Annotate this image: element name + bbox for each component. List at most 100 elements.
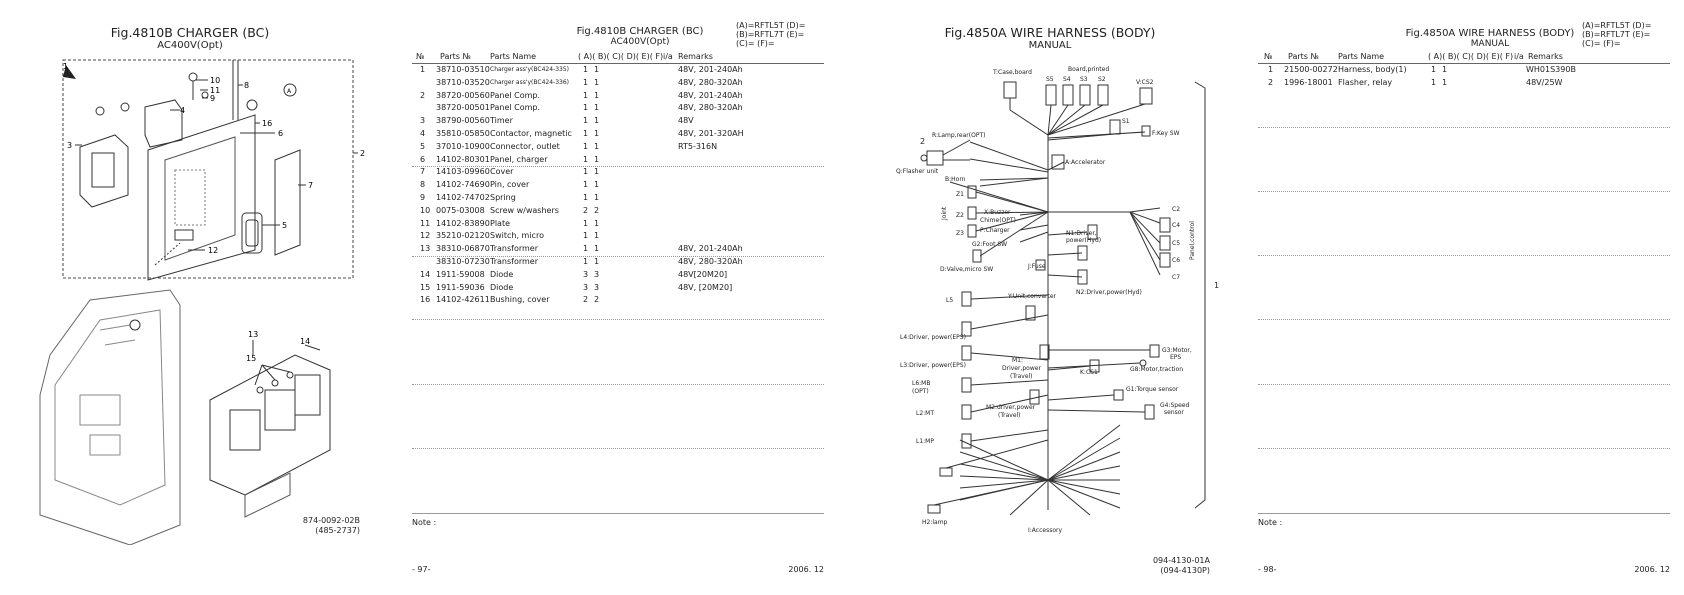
page4-table-header: № Parts № Parts Name ( A)( B)( C)( D)( E… [1264,51,1664,63]
label-p-charger: P:Charger [980,227,1010,234]
callout-2: 2 [360,149,365,158]
cell-parts-name: Diode [490,269,514,279]
cell-remarks: 48V, 280-320Ah [678,77,743,87]
label-n2-driver-power-hyd: N2:Driver,power(Hyd) [1076,289,1142,296]
cell-parts-no: 1911-59036 [436,282,485,292]
label-l6-mb: L6:MB [912,380,930,387]
header-no: № [416,52,425,61]
cell-parts-name: Spring [490,193,516,202]
cell-col-b: 2 [594,205,600,215]
cell-parts-name: Contactor, magnetic [490,129,572,138]
cell-col-b: 3 [594,269,600,279]
callout-16: 16 [262,119,272,128]
cell-remarks: 48V, 201-240Ah [678,65,743,74]
callout-3: 3 [67,141,72,150]
cell-col-b: 1 [594,218,600,228]
callout-10: 10 [210,76,220,85]
label-l6-opt: (OPT) [912,388,929,395]
page2-header-rule [412,63,824,64]
label-d-valve-micro-sw: D:Valve,micro SW [940,266,993,273]
page4-note: Note : [1258,518,1283,527]
header-model-cols-p4: ( A)( B)( C)( D)( E)( F) [1428,52,1514,61]
cell-col-b: 1 [594,193,600,202]
label-m2-travel: (Travel) [998,412,1021,419]
chassis-frame [39,289,181,545]
cell-parts-no: 14102-42611 [436,295,490,305]
ref-a-circle [283,83,297,97]
label-joint: Joint [941,206,948,221]
label-l4-driver-eps: L4:Driver, power(EPS) [900,334,966,341]
cell-col-b: 1 [1442,65,1448,74]
cell-no: 14 [420,269,431,279]
label-c6: C6 [1172,257,1180,264]
cell-col-a: 1 [583,90,589,100]
cell-no: 1 [1268,65,1274,74]
cell-col-a: 1 [583,167,589,177]
header-remarks-p4: Remarks [1528,52,1563,61]
cell-remarks: 48V, 280-320Ah [678,257,743,266]
cell-parts-no: 14102-83890 [436,218,490,228]
cell-no: 4 [420,129,426,138]
cell-col-a: 1 [583,103,589,113]
cell-parts-no: 14102-74690 [436,180,490,190]
label-g4-speed: G4:Speed [1160,402,1189,409]
label-m1: M1: [1012,357,1023,364]
ref-a-label: A [287,88,292,95]
cell-col-b: 1 [594,167,600,177]
page2-table-header: № Parts № Parts Name ( A)( B)( C)( D)( E… [416,51,826,63]
label-chime: Chime(OPT) [980,217,1016,224]
cell-col-b: 1 [594,77,600,87]
cell-parts-no: 37010-10900 [436,141,490,151]
label-c5: C5 [1172,240,1180,247]
label-y-unit-convarter: Y:Unit,convarter [1007,293,1057,300]
label-g8-motor-traction: G8:Motor,traction [1130,366,1183,373]
assembly-dashed-box [62,59,354,279]
transformer-assembly [209,354,331,496]
model-code-b-e: (B)=RFTL7T (E)= [736,30,805,39]
cell-parts-name: Charger ass'y(BC424-336) [490,78,569,86]
label-q-flasher-unit: Q:Flasher unit [896,168,939,175]
label-f-key-sw: F:Key SW [1152,130,1180,137]
label-g4-sensor: sensor [1164,409,1184,416]
label-g2-foot-sw: G2:Foot SW [972,241,1007,248]
cell-parts-name: Flasher, relay [1338,77,1393,87]
label-b-horn: B:Horn [945,176,966,183]
callout-14: 14 [300,337,310,346]
label-z3: Z3 [956,230,964,237]
cell-col-a: 1 [583,218,589,228]
cell-col-a: 1 [583,244,589,254]
cell-no: 2 [1268,77,1274,87]
cell-parts-no: 1996-18001 [1284,77,1333,87]
cell-col-a: 2 [583,205,589,215]
cell-remarks: WH01S390B [1526,65,1576,74]
cell-col-b: 1 [594,129,600,138]
callout-5: 5 [282,221,287,230]
callout-12: 12 [208,246,218,255]
cell-col-b: 1 [594,103,600,113]
label-v-cs2: V:CS2 [1136,79,1154,86]
cell-parts-no: 38310-06870 [436,244,490,254]
cell-col-b: 1 [594,257,600,266]
cell-remarks: 48V [678,116,694,126]
callout-6: 6 [278,129,283,138]
cell-remarks: 48V, 201-240Ah [678,90,743,100]
flasher-unit [926,150,944,166]
header-ia-p4: i/a [1514,52,1524,61]
cell-parts-name: Panel Comp. [490,90,541,100]
cell-parts-no: 14102-80301 [436,154,490,164]
page4-page-number: - 98- [1258,565,1277,574]
page1-drawing-code2: (485-2737) [315,526,360,535]
